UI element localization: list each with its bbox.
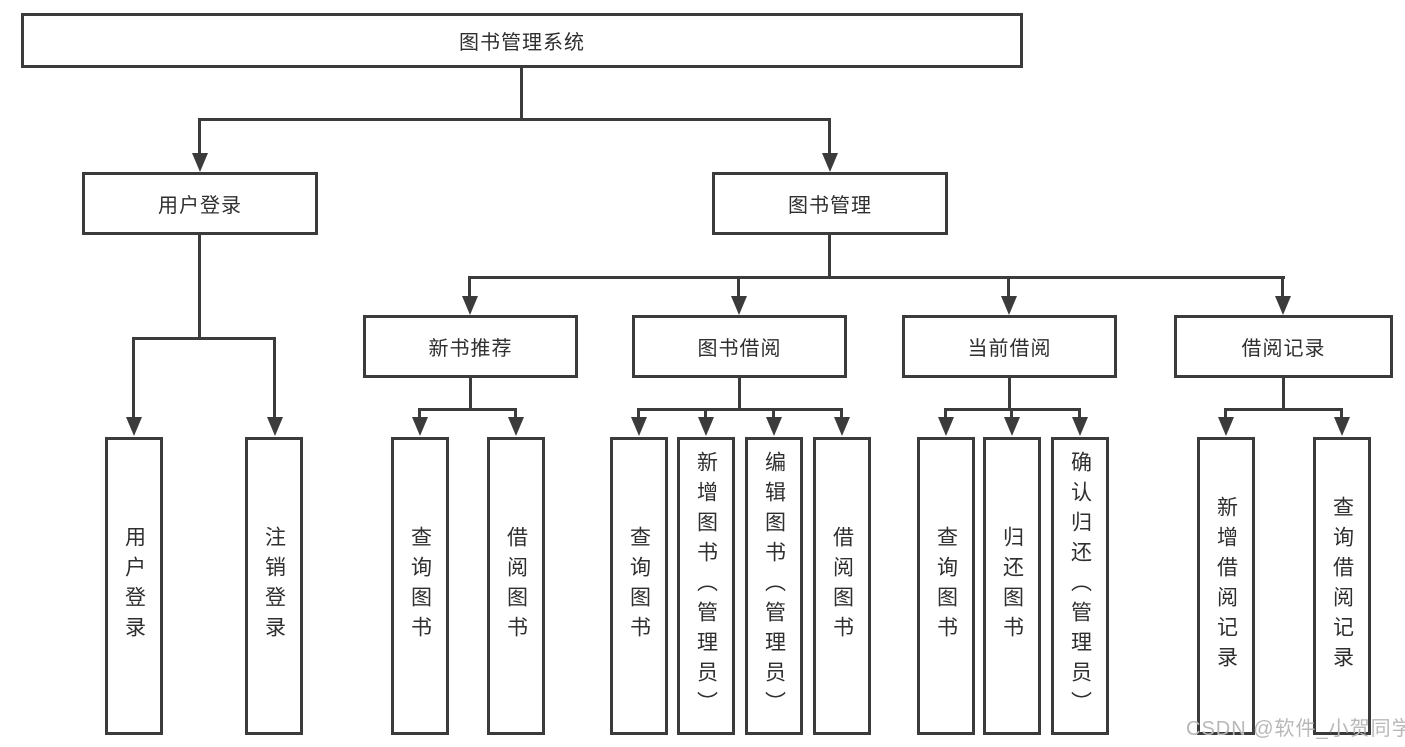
leaf-edit-books-admin: 编辑图书（管理员） <box>745 437 803 735</box>
leaf-label: 注销登录 <box>262 526 286 646</box>
node-current-borrow: 当前借阅 <box>902 315 1117 378</box>
node-label: 图书借阅 <box>697 338 782 360</box>
connector-line <box>1224 408 1227 418</box>
leaf-label: 新增图书（管理员） <box>694 451 718 721</box>
leaf-query-books-recommend: 查询图书 <box>391 437 449 735</box>
leaf-label: 查询图书 <box>408 526 432 646</box>
connector-line <box>132 337 135 418</box>
connector-line <box>1282 378 1285 408</box>
leaf-query-books-current: 查询图书 <box>917 437 975 735</box>
arrow-down-icon <box>126 417 142 436</box>
connector-line <box>1224 408 1343 411</box>
leaf-label: 借阅图书 <box>830 526 854 646</box>
leaf-label: 归还图书 <box>1000 526 1024 646</box>
node-user-login: 用户登录 <box>82 172 318 235</box>
leaf-borrow-books-recommend: 借阅图书 <box>487 437 545 735</box>
connector-line <box>469 378 472 408</box>
leaf-query-borrow-record: 查询借阅记录 <box>1313 437 1371 735</box>
leaf-borrow-books: 借阅图书 <box>813 437 871 735</box>
arrow-down-icon <box>508 417 524 436</box>
node-new-book-recommend: 新书推荐 <box>363 315 578 378</box>
arrow-down-icon <box>1004 417 1020 436</box>
leaf-query-books-borrow: 查询图书 <box>610 437 668 735</box>
connector-line <box>273 337 276 418</box>
node-borrow-records: 借阅记录 <box>1174 315 1393 378</box>
arrow-down-icon <box>938 417 954 436</box>
leaf-label: 借阅图书 <box>504 526 528 646</box>
connector-line <box>737 276 740 297</box>
node-book-borrow: 图书借阅 <box>632 315 847 378</box>
node-label: 用户登录 <box>158 195 242 217</box>
leaf-label: 查询图书 <box>934 526 958 646</box>
leaf-label: 编辑图书（管理员） <box>762 451 786 721</box>
connector-line <box>1008 378 1011 408</box>
node-label: 借阅记录 <box>1241 338 1326 360</box>
connector-line <box>520 68 523 118</box>
csdn-watermark: CSDN @软件_小贺同学 <box>1186 718 1405 740</box>
connector-line <box>468 276 471 297</box>
leaf-label: 查询图书 <box>627 526 651 646</box>
connector-line <box>468 276 1285 279</box>
leaf-user-login: 用户登录 <box>105 437 163 735</box>
leaf-label: 确认归还（管理员） <box>1068 451 1092 721</box>
connector-line <box>738 378 741 408</box>
node-label: 当前借阅 <box>967 338 1052 360</box>
connector-line <box>1010 408 1013 418</box>
node-library-management-system: 图书管理系统 <box>21 13 1023 68</box>
leaf-label: 用户登录 <box>122 526 146 646</box>
arrow-down-icon <box>1275 296 1291 315</box>
connector-line <box>828 118 831 154</box>
leaf-label: 新增借阅记录 <box>1214 496 1238 676</box>
connector-line <box>840 408 843 418</box>
connector-line <box>418 408 421 418</box>
connector-line <box>828 235 831 276</box>
connector-line <box>1281 276 1284 297</box>
arrow-down-icon <box>1218 417 1234 436</box>
arrow-down-icon <box>822 153 838 172</box>
connector-line <box>198 235 201 337</box>
connector-line <box>704 408 707 418</box>
leaf-logout: 注销登录 <box>245 437 303 735</box>
connector-line <box>418 408 517 411</box>
arrow-down-icon <box>766 417 782 436</box>
connector-line <box>637 408 843 411</box>
connector-line <box>1007 276 1010 297</box>
connector-line <box>1078 408 1081 418</box>
arrow-down-icon <box>412 417 428 436</box>
connector-line <box>637 408 640 418</box>
leaf-return-books: 归还图书 <box>983 437 1041 735</box>
arrow-down-icon <box>192 153 208 172</box>
connector-line <box>198 118 831 121</box>
node-book-management: 图书管理 <box>712 172 948 235</box>
connector-line <box>132 337 276 340</box>
connector-line <box>198 118 201 154</box>
connector-line <box>772 408 775 418</box>
arrow-down-icon <box>631 417 647 436</box>
leaf-confirm-return-admin: 确认归还（管理员） <box>1051 437 1109 735</box>
node-label: 新书推荐 <box>428 338 513 360</box>
node-label: 图书管理 <box>788 195 872 217</box>
leaf-label: 查询借阅记录 <box>1330 496 1354 676</box>
connector-line <box>944 408 947 418</box>
arrow-down-icon <box>462 296 478 315</box>
arrow-down-icon <box>698 417 714 436</box>
node-label: 图书管理系统 <box>459 32 585 54</box>
arrow-down-icon <box>267 417 283 436</box>
leaf-add-borrow-record: 新增借阅记录 <box>1197 437 1255 735</box>
connector-line <box>1340 408 1343 418</box>
arrow-down-icon <box>834 417 850 436</box>
connector-line <box>514 408 517 418</box>
arrow-down-icon <box>731 296 747 315</box>
arrow-down-icon <box>1001 296 1017 315</box>
leaf-add-books-admin: 新增图书（管理员） <box>677 437 735 735</box>
arrow-down-icon <box>1334 417 1350 436</box>
arrow-down-icon <box>1072 417 1088 436</box>
